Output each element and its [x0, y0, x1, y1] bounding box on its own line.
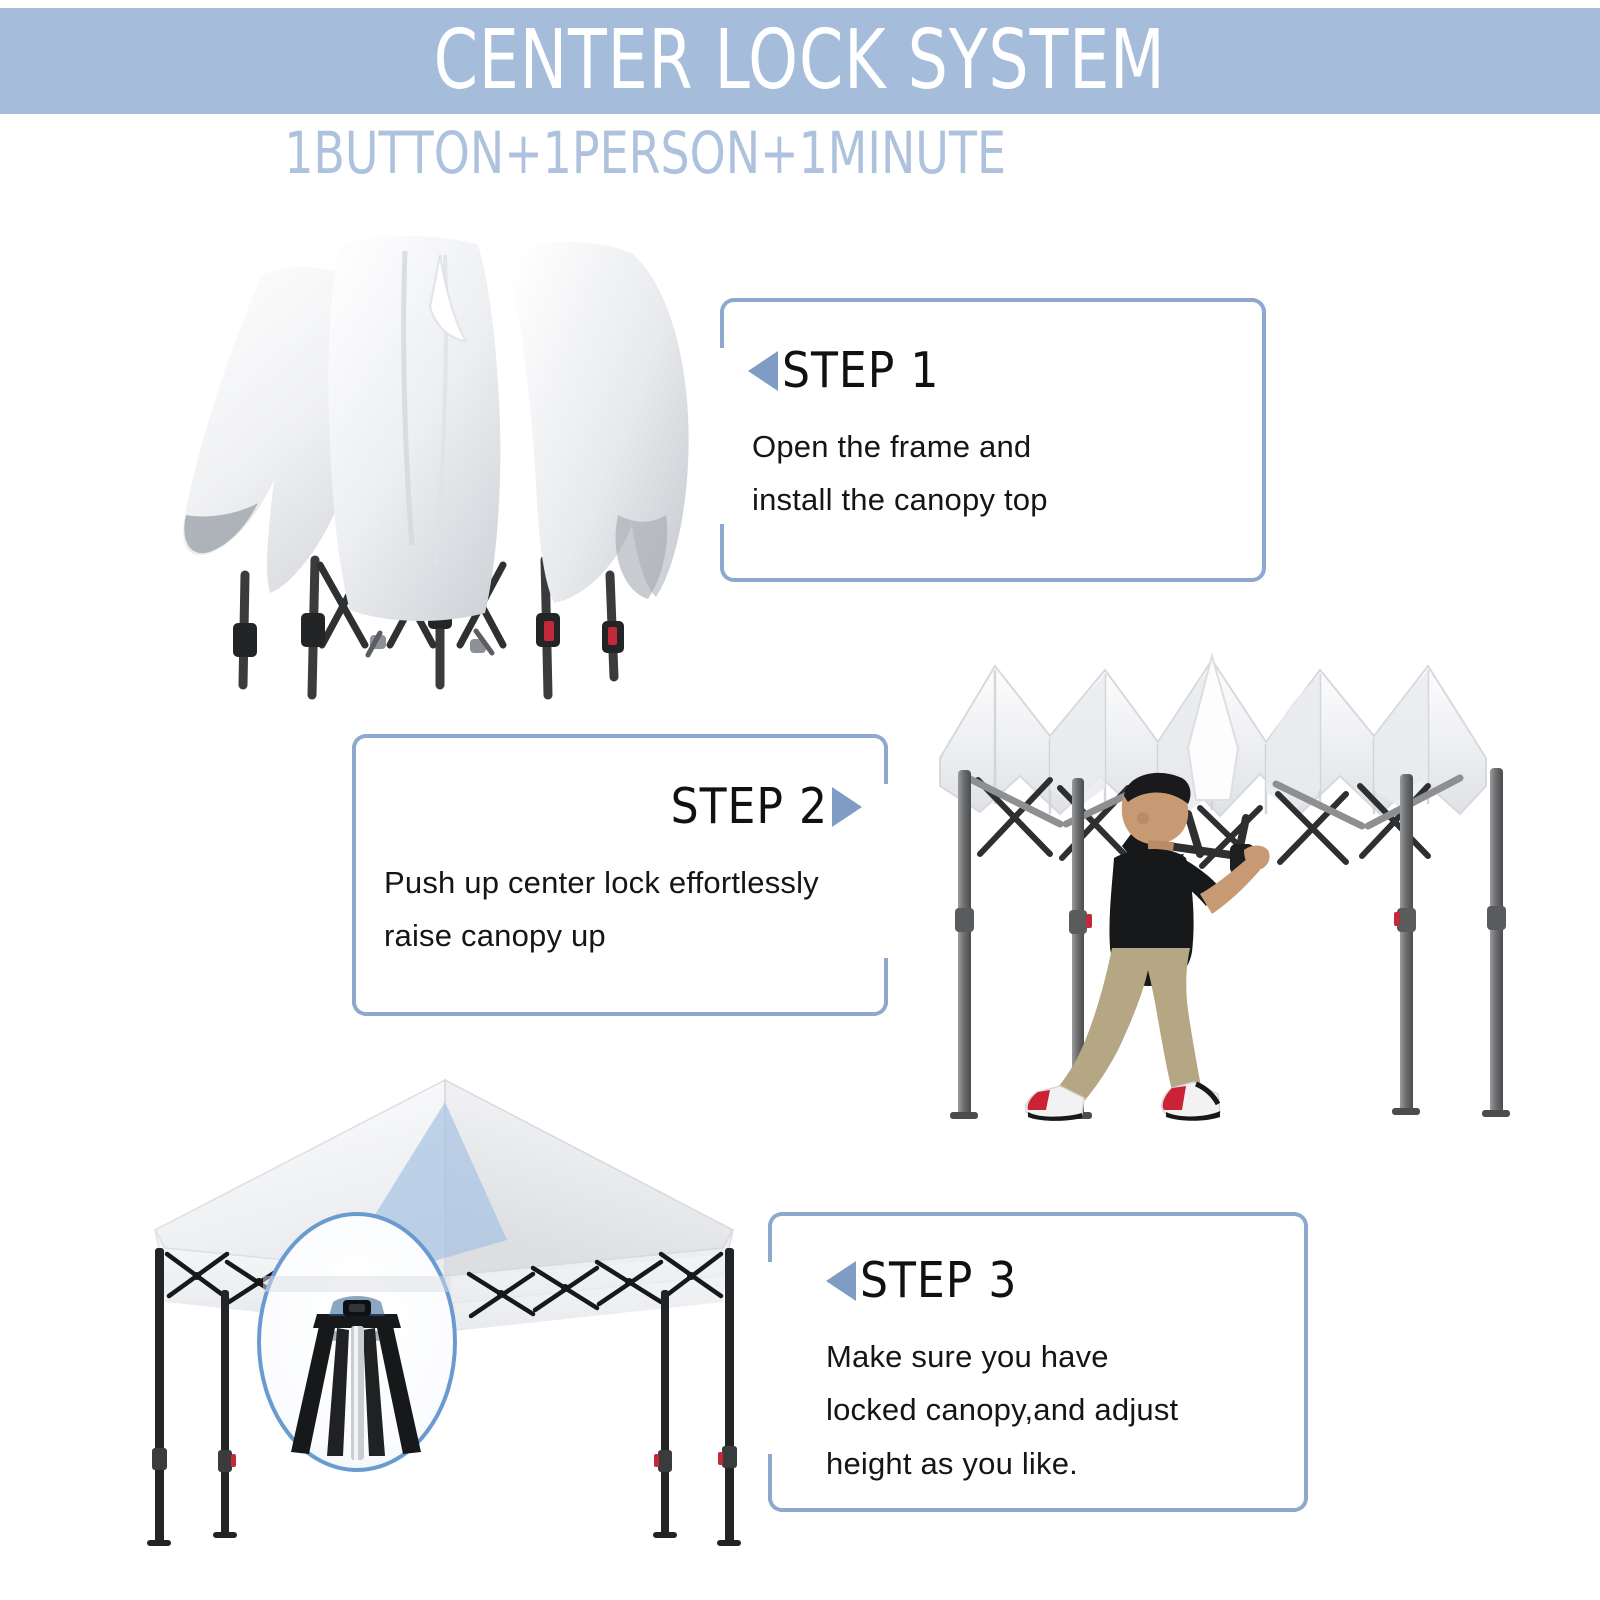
step-2-card: STEP 2 Push up center lock effortlessly … — [352, 734, 888, 1016]
step-3-corner-tr — [1278, 1212, 1308, 1242]
step-3-border-bottom — [780, 1508, 1296, 1512]
page-title: CENTER LOCK SYSTEM — [433, 13, 1167, 108]
step-2-label: STEP 2 — [670, 778, 828, 835]
step-3-corner-bl — [768, 1482, 798, 1512]
step-2-corner-bl — [352, 986, 382, 1016]
triangle-left-icon — [826, 1260, 856, 1301]
step-1-label: STEP 1 — [782, 342, 940, 399]
step-3-border-top — [780, 1212, 1296, 1216]
step-1-corner-tl — [720, 298, 750, 328]
step-2-border-right-bottom — [884, 958, 888, 1004]
step-2-border-left — [352, 746, 356, 1004]
step-2-corner-tr — [858, 734, 888, 764]
step-2-corner-tl — [352, 734, 382, 764]
triangle-left-icon — [748, 350, 778, 391]
triangle-right-icon — [832, 786, 862, 827]
folded-canopy-photo — [140, 215, 710, 720]
person-raising-canopy-photo — [900, 618, 1525, 1138]
step-3-corner-br — [1278, 1482, 1308, 1512]
step-1-border-top — [732, 298, 1254, 302]
erected-canopy-photo — [105, 1040, 775, 1560]
step-1-corner-tr — [1236, 298, 1266, 328]
step-1-border-right — [1262, 310, 1266, 570]
step-3-border-right — [1304, 1224, 1308, 1500]
step-2-border-bottom — [364, 1012, 876, 1016]
step-1-card: STEP 1 Open the frame and install the ca… — [720, 298, 1266, 582]
step-3-heading: STEP 3 — [826, 1256, 1017, 1305]
step-3-border-left-top — [768, 1224, 772, 1262]
step-2-border-right-top — [884, 746, 888, 784]
step-1-corner-bl — [720, 552, 750, 582]
step-1-border-left-bottom — [720, 524, 724, 570]
header-band: CENTER LOCK SYSTEM — [0, 8, 1600, 114]
step-3-description: Make sure you have locked canopy,and adj… — [826, 1339, 1179, 1481]
step-3-border-left-bottom — [768, 1454, 772, 1500]
step-2-corner-br — [858, 986, 888, 1016]
center-lock-magnifier — [257, 1212, 457, 1472]
page-subtitle: 1BUTTON+1PERSON+1MINUTE — [284, 119, 1006, 187]
step-3-corner-tl — [768, 1212, 798, 1242]
step-1-border-left-top — [720, 310, 724, 348]
step-1-description: Open the frame and install the canopy to… — [752, 429, 1048, 518]
step-2-heading: STEP 2 — [671, 782, 862, 831]
step-3-card: STEP 3 Make sure you have locked canopy,… — [768, 1212, 1308, 1512]
step-3-label: STEP 3 — [860, 1252, 1018, 1309]
step-2-border-top — [364, 734, 876, 738]
step-2-description: Push up center lock effortlessly raise c… — [384, 865, 819, 954]
step-1-border-bottom — [732, 578, 1254, 582]
step-1-corner-br — [1236, 552, 1266, 582]
step-1-heading: STEP 1 — [748, 346, 939, 395]
